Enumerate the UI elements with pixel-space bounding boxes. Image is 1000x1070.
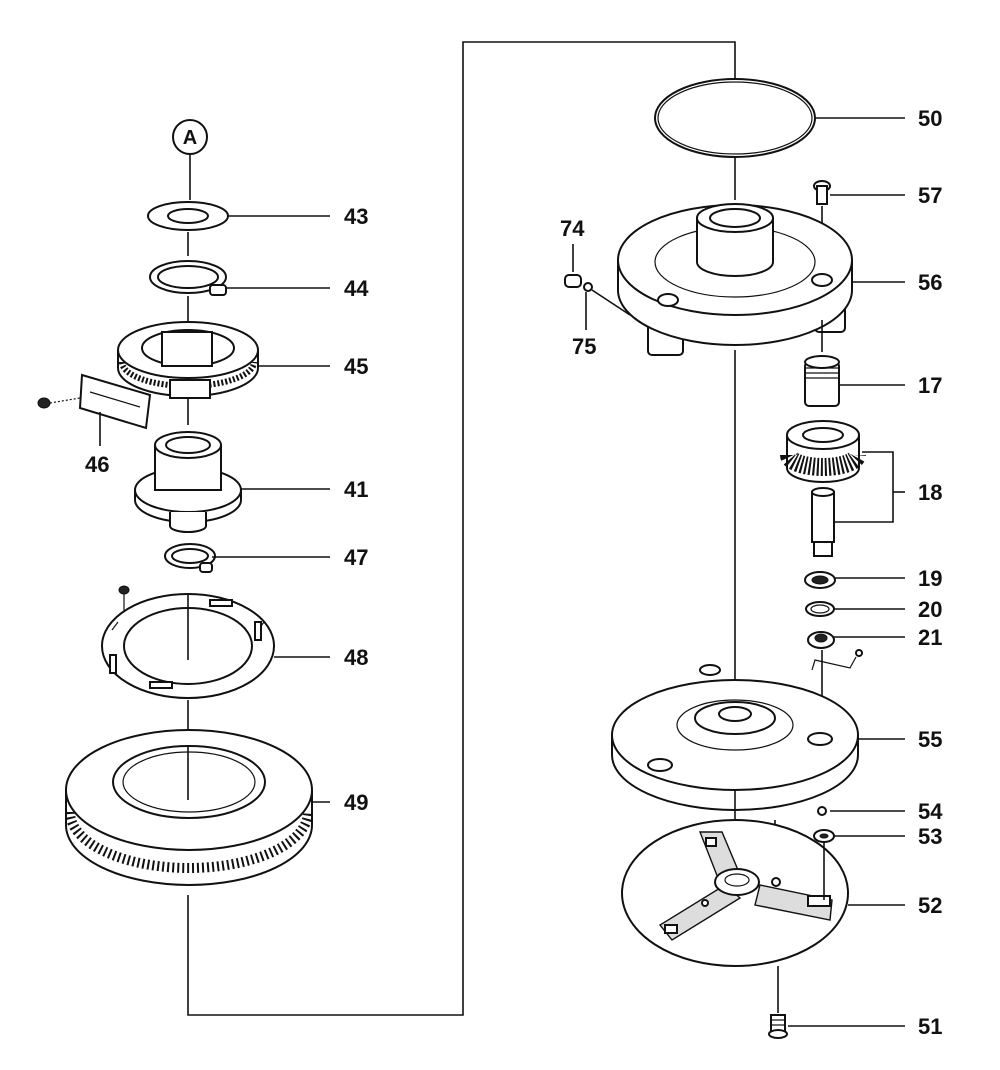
label-18: 18 [918,480,942,505]
part-48-screw [118,585,130,612]
label-52: 52 [918,893,942,918]
part-46-screw [37,397,81,409]
label-17: 17 [918,373,942,398]
label-43: 43 [344,204,368,229]
part-19-washer [804,571,836,589]
part-47-circlip [164,543,216,573]
part-45-adjustment-ring [117,321,259,399]
part-44-retaining-ring [149,260,227,296]
label-56: 56 [918,270,942,295]
part-49-knurled-ring [65,729,313,886]
label-44: 44 [344,276,369,301]
label-53: 53 [918,824,942,849]
part-18-gear [780,420,866,483]
part-52-bottom-disc [621,819,849,967]
reference-marker-a: A [172,119,208,155]
part-75-ball [583,282,593,292]
part-57-screw [813,180,831,205]
label-48: 48 [344,645,368,670]
part-46-scale-plate [78,373,152,430]
label-74: 74 [560,216,585,241]
part-17-threaded-bushing [804,355,840,407]
part-20-o-ring [805,601,835,617]
part-50-o-ring [654,78,816,158]
reference-marker-label: A [183,127,197,149]
label-19: 19 [918,566,942,591]
label-57: 57 [918,183,942,208]
part-55-base-plate [611,664,859,811]
part-56-housing-cover [617,203,853,356]
part-53-spring-clip [813,829,835,843]
part-43-washer [147,201,229,231]
label-47: 47 [344,545,368,570]
label-45: 45 [344,354,368,379]
label-20: 20 [918,597,942,622]
connector-line [187,41,736,1016]
part-21-bushing [807,631,835,649]
part-74-set-screw [564,274,582,288]
label-46: 46 [85,452,109,477]
label-55: 55 [918,727,942,752]
label-51: 51 [918,1014,942,1039]
label-50: 50 [918,106,942,131]
label-75: 75 [572,334,596,359]
part-41-flange-housing [134,431,242,533]
part-54-ball [817,806,827,816]
label-21: 21 [918,625,942,650]
part-51-screw [768,1014,788,1039]
label-49: 49 [344,790,368,815]
label-41: 41 [344,477,368,502]
part-18-shaft [811,487,835,557]
label-54: 54 [918,799,943,824]
